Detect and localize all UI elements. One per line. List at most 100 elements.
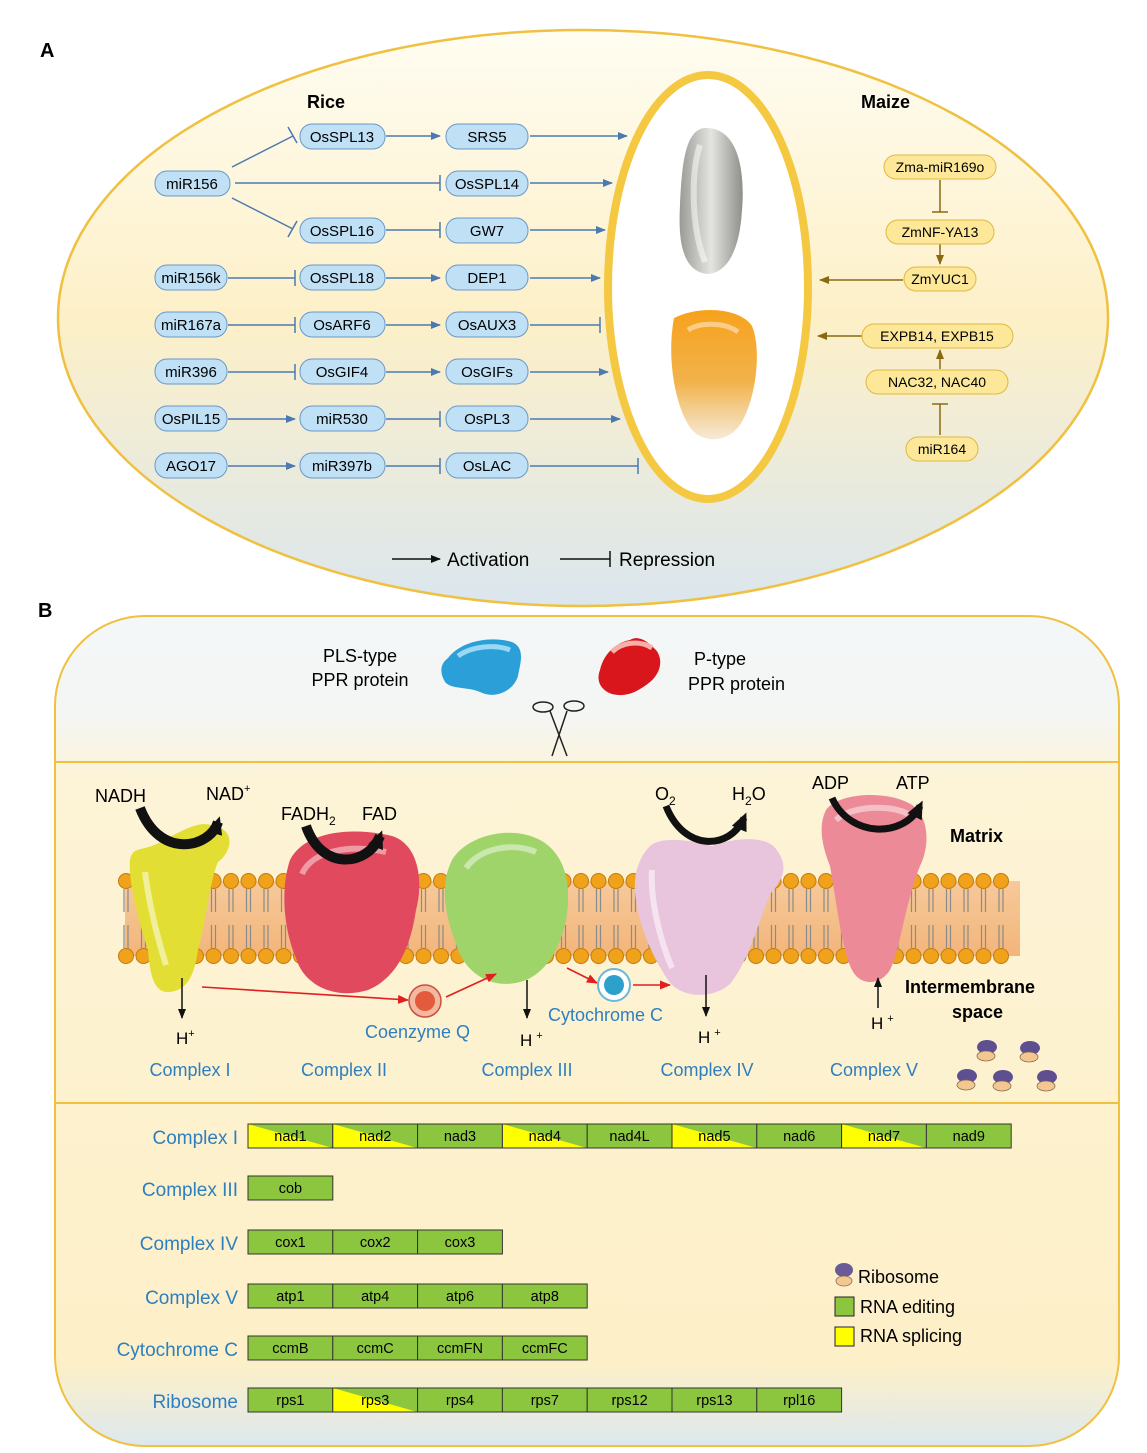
gene-cell: atp6 bbox=[417, 1283, 503, 1309]
svg-text:OsPIL15: OsPIL15 bbox=[162, 411, 220, 428]
complex-labels: Complex I Complex II Complex III Complex… bbox=[149, 1060, 918, 1080]
gene-cell: rpl16 bbox=[756, 1387, 843, 1413]
svg-text:EXPB14, EXPB15: EXPB14, EXPB15 bbox=[880, 328, 994, 344]
gene-cell: atp4 bbox=[332, 1283, 419, 1309]
ribosome-icon bbox=[976, 1040, 997, 1062]
node-ospil15: OsPIL15 bbox=[154, 405, 228, 432]
node-dep1: DEP1 bbox=[445, 264, 529, 291]
complex-iv-shape bbox=[634, 839, 784, 995]
svg-text:atp4: atp4 bbox=[361, 1289, 389, 1305]
panel-b-box bbox=[54, 615, 1120, 1447]
panel-a-label: A bbox=[40, 40, 54, 62]
svg-text:ccmC: ccmC bbox=[357, 1341, 394, 1357]
gene-row-label: Complex V bbox=[145, 1288, 238, 1309]
gene-row-label: Complex I bbox=[152, 1128, 238, 1149]
svg-text:rps12: rps12 bbox=[611, 1393, 647, 1409]
node-osspl18: OsSPL18 bbox=[299, 264, 386, 291]
gene-row-label: Complex IV bbox=[140, 1234, 239, 1255]
gene-cell: nad4L bbox=[586, 1123, 673, 1149]
svg-text:AGO17: AGO17 bbox=[166, 458, 216, 475]
gene-cell: nad6 bbox=[756, 1123, 843, 1149]
node-osspl16: OsSPL16 bbox=[299, 217, 386, 244]
proton-labels: H+ H+ H+ H+ bbox=[176, 1013, 894, 1050]
svg-text:cob: cob bbox=[279, 1181, 302, 1197]
gene-cell: nad2 bbox=[332, 1123, 419, 1149]
intermembrane-line1: Intermembrane bbox=[905, 977, 1035, 997]
legend-a: Activation Repression bbox=[392, 550, 715, 571]
legend-ribosome-text: Ribosome bbox=[858, 1267, 939, 1287]
intermembrane-line2: space bbox=[952, 1002, 1003, 1022]
svg-text:rps4: rps4 bbox=[446, 1393, 474, 1409]
h2o-label: H2O bbox=[732, 784, 766, 808]
rice-edges bbox=[228, 126, 639, 474]
coenzyme-q-icon bbox=[408, 984, 442, 1018]
complex-i-label: Complex I bbox=[149, 1060, 230, 1080]
nad-plus-label: NAD+ bbox=[206, 783, 250, 804]
gene-cell: rps4 bbox=[417, 1387, 503, 1413]
svg-text:OsARF6: OsARF6 bbox=[313, 317, 371, 334]
node-mir396: miR396 bbox=[154, 358, 228, 385]
h-plus-4: H+ bbox=[698, 1027, 721, 1047]
svg-text:rps3: rps3 bbox=[361, 1393, 389, 1409]
legend-ribosome-icon bbox=[835, 1263, 853, 1287]
gene-cell: nad4 bbox=[501, 1123, 588, 1149]
gene-cell: rps13 bbox=[671, 1387, 758, 1413]
node-mir397b: miR397b bbox=[299, 452, 386, 479]
gene-cell: atp8 bbox=[501, 1283, 588, 1309]
complex-iii-shape bbox=[444, 832, 569, 984]
reaction-labels: NADH NAD+ FADH2 FAD O2 H2O ADP ATP bbox=[95, 773, 930, 828]
ribosome-icon bbox=[1019, 1041, 1040, 1063]
gene-cell: rps1 bbox=[247, 1387, 334, 1413]
scissors-icon bbox=[532, 700, 585, 757]
complex-i-shape bbox=[129, 824, 230, 993]
gene-row-label: Ribosome bbox=[152, 1392, 238, 1413]
node-zmyuc1: ZmYUC1 bbox=[903, 266, 977, 292]
gene-row-label: Cytochrome C bbox=[117, 1340, 238, 1361]
svg-text:nad4L: nad4L bbox=[609, 1129, 649, 1145]
pls-type-line2: PPR protein bbox=[311, 670, 408, 690]
legend-activation: Activation bbox=[447, 550, 529, 571]
p-type-ppr-protein-icon bbox=[598, 638, 661, 696]
svg-text:atp1: atp1 bbox=[276, 1289, 304, 1305]
o2-label: O2 bbox=[655, 784, 676, 808]
ribosome-icon bbox=[956, 1069, 977, 1091]
svg-text:miR164: miR164 bbox=[918, 441, 966, 457]
svg-text:atp8: atp8 bbox=[531, 1289, 559, 1305]
svg-text:cox2: cox2 bbox=[360, 1235, 391, 1251]
gene-cell: cox3 bbox=[417, 1229, 503, 1255]
legend-b: Ribosome RNA editing RNA splicing bbox=[834, 1263, 962, 1347]
cytochrome-c-icon bbox=[597, 968, 631, 1002]
pls-type-line1: PLS-type bbox=[323, 646, 397, 666]
svg-text:miR530: miR530 bbox=[316, 411, 368, 428]
complex-ii-label: Complex II bbox=[301, 1060, 387, 1080]
svg-text:miR156k: miR156k bbox=[161, 270, 221, 287]
gene-cell: rps12 bbox=[586, 1387, 673, 1413]
svg-text:rps1: rps1 bbox=[276, 1393, 304, 1409]
gene-cell: atp1 bbox=[247, 1283, 334, 1309]
seed-ellipse bbox=[604, 71, 812, 503]
node-osgifs: OsGIFs bbox=[445, 358, 529, 385]
pls-type-ppr-protein-icon bbox=[441, 639, 521, 695]
gene-cell: nad5 bbox=[671, 1123, 758, 1149]
legend-splicing-text: RNA splicing bbox=[860, 1326, 962, 1346]
svg-text:OsSPL14: OsSPL14 bbox=[455, 176, 519, 193]
gene-cell: nad9 bbox=[925, 1123, 1012, 1149]
svg-text:ZmYUC1: ZmYUC1 bbox=[911, 271, 969, 287]
reaction-arrows bbox=[135, 796, 924, 865]
complex-iii-label: Complex III bbox=[481, 1060, 572, 1080]
ribosome-cluster bbox=[956, 1040, 1057, 1092]
gene-cell: ccmFC bbox=[501, 1335, 588, 1361]
fad-label: FAD bbox=[362, 804, 397, 824]
svg-text:miR167a: miR167a bbox=[161, 317, 222, 334]
gene-cell: cob bbox=[247, 1175, 334, 1201]
node-osaux3: OsAUX3 bbox=[445, 311, 529, 338]
ribosome-icon bbox=[1036, 1070, 1057, 1092]
gene-cell: ccmC bbox=[332, 1335, 419, 1361]
svg-text:nad7: nad7 bbox=[868, 1129, 900, 1145]
cytochrome-c-label: Cytochrome C bbox=[548, 1005, 663, 1025]
svg-text:atp6: atp6 bbox=[446, 1289, 474, 1305]
gene-cell: nad1 bbox=[247, 1123, 334, 1149]
gene-cell: ccmFN bbox=[417, 1335, 503, 1361]
panel-b-label: B bbox=[38, 600, 52, 622]
node-zmnf-ya13: ZmNF-YA13 bbox=[885, 219, 995, 245]
